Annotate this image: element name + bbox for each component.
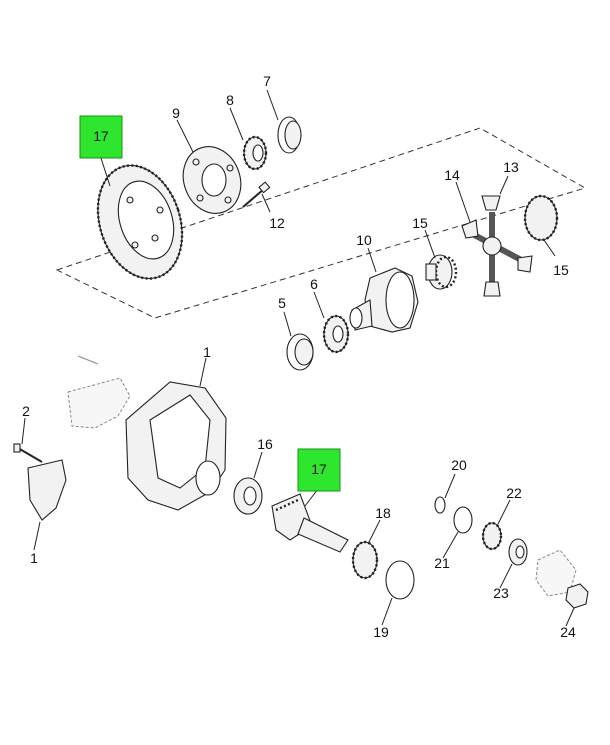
callout-6: 6	[310, 276, 318, 292]
bearing-cup-5[interactable]	[286, 333, 314, 371]
side-gear-right[interactable]	[523, 194, 559, 242]
subassembly-boundary	[55, 127, 587, 319]
bearing-cone-6[interactable]	[322, 314, 350, 354]
spacer-21[interactable]	[453, 506, 473, 534]
drive-pinion[interactable]	[271, 493, 349, 553]
carrier-housing[interactable]	[125, 381, 227, 511]
ring-gear[interactable]	[84, 154, 196, 289]
mounting-bracket[interactable]	[27, 459, 67, 521]
snap-ring-20[interactable]	[434, 496, 446, 514]
bearing-cone-8[interactable]	[242, 135, 268, 171]
seal-23[interactable]	[508, 538, 528, 566]
callout-23: 23	[493, 585, 509, 601]
highlight-label-drive-pinion: 17	[311, 461, 327, 477]
callout-21: 21	[434, 555, 450, 571]
bearing-22[interactable]	[481, 521, 503, 551]
callout-20: 20	[451, 457, 467, 473]
nut-24[interactable]	[565, 583, 589, 609]
callout-13: 13	[503, 159, 519, 175]
callout-1b: 1	[30, 550, 38, 566]
callout-15a: 15	[412, 215, 428, 231]
pinion-bearing-16[interactable]	[233, 477, 263, 515]
callout-18: 18	[375, 505, 391, 521]
side-gear-left[interactable]	[425, 254, 458, 290]
highlight-ring-gear[interactable]: 17	[79, 115, 123, 159]
bearing-18[interactable]	[351, 540, 379, 580]
mounting-bolt-2[interactable]	[13, 443, 43, 463]
callout-1a: 1	[203, 344, 211, 360]
highlight-drive-pinion[interactable]: 17	[297, 448, 341, 492]
callout-2: 2	[22, 403, 30, 419]
callout-22: 22	[506, 485, 522, 501]
callout-9: 9	[172, 105, 180, 121]
differential-case-half[interactable]	[174, 138, 250, 221]
callout-8: 8	[226, 92, 234, 108]
callout-labels: 7 8 9 12 13 14 15 15 10 6 5 1 2 1 16 20 …	[22, 73, 576, 640]
callout-10: 10	[356, 232, 372, 248]
callout-16: 16	[257, 436, 273, 452]
callout-14: 14	[444, 167, 460, 183]
highlight-label-ring-gear: 17	[93, 128, 109, 144]
bolt-12[interactable]	[242, 181, 271, 208]
differential-case[interactable]	[349, 267, 419, 333]
callout-12: 12	[269, 215, 285, 231]
callout-24: 24	[560, 624, 576, 640]
spider-pinion-gears[interactable]	[461, 195, 533, 297]
bearing-cup-7[interactable]	[277, 116, 302, 154]
mounting-bracket-ghost	[67, 355, 131, 429]
bearing-cup-19[interactable]	[385, 560, 415, 600]
callout-5: 5	[278, 295, 286, 311]
callout-19: 19	[373, 624, 389, 640]
callout-15b: 15	[553, 262, 569, 278]
leader-lines	[21, 89, 575, 627]
callout-7: 7	[263, 73, 271, 89]
